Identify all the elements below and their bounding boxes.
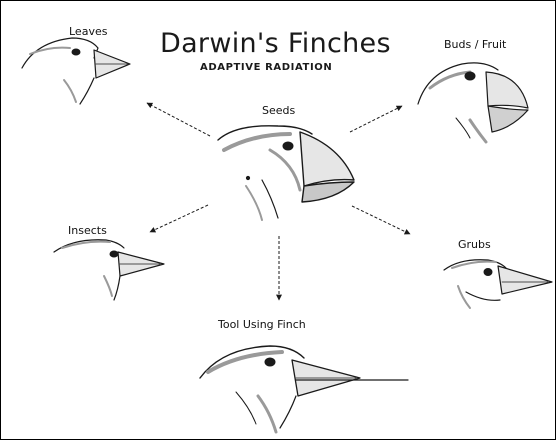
arrow-to-leaves [147, 103, 210, 136]
arrow-to-insects [150, 205, 208, 232]
finch-seeds-illustration [218, 126, 354, 220]
finch-buds-fruit-illustration [418, 63, 528, 142]
finch-insects-illustration [54, 240, 164, 300]
finch-grubs-illustration [444, 260, 552, 308]
finch-leaves-illustration [22, 38, 130, 104]
finch-tool-using-illustration [200, 346, 408, 432]
arrow-to-grubs [352, 206, 410, 234]
arrow-to-buds-fruit [350, 106, 402, 132]
